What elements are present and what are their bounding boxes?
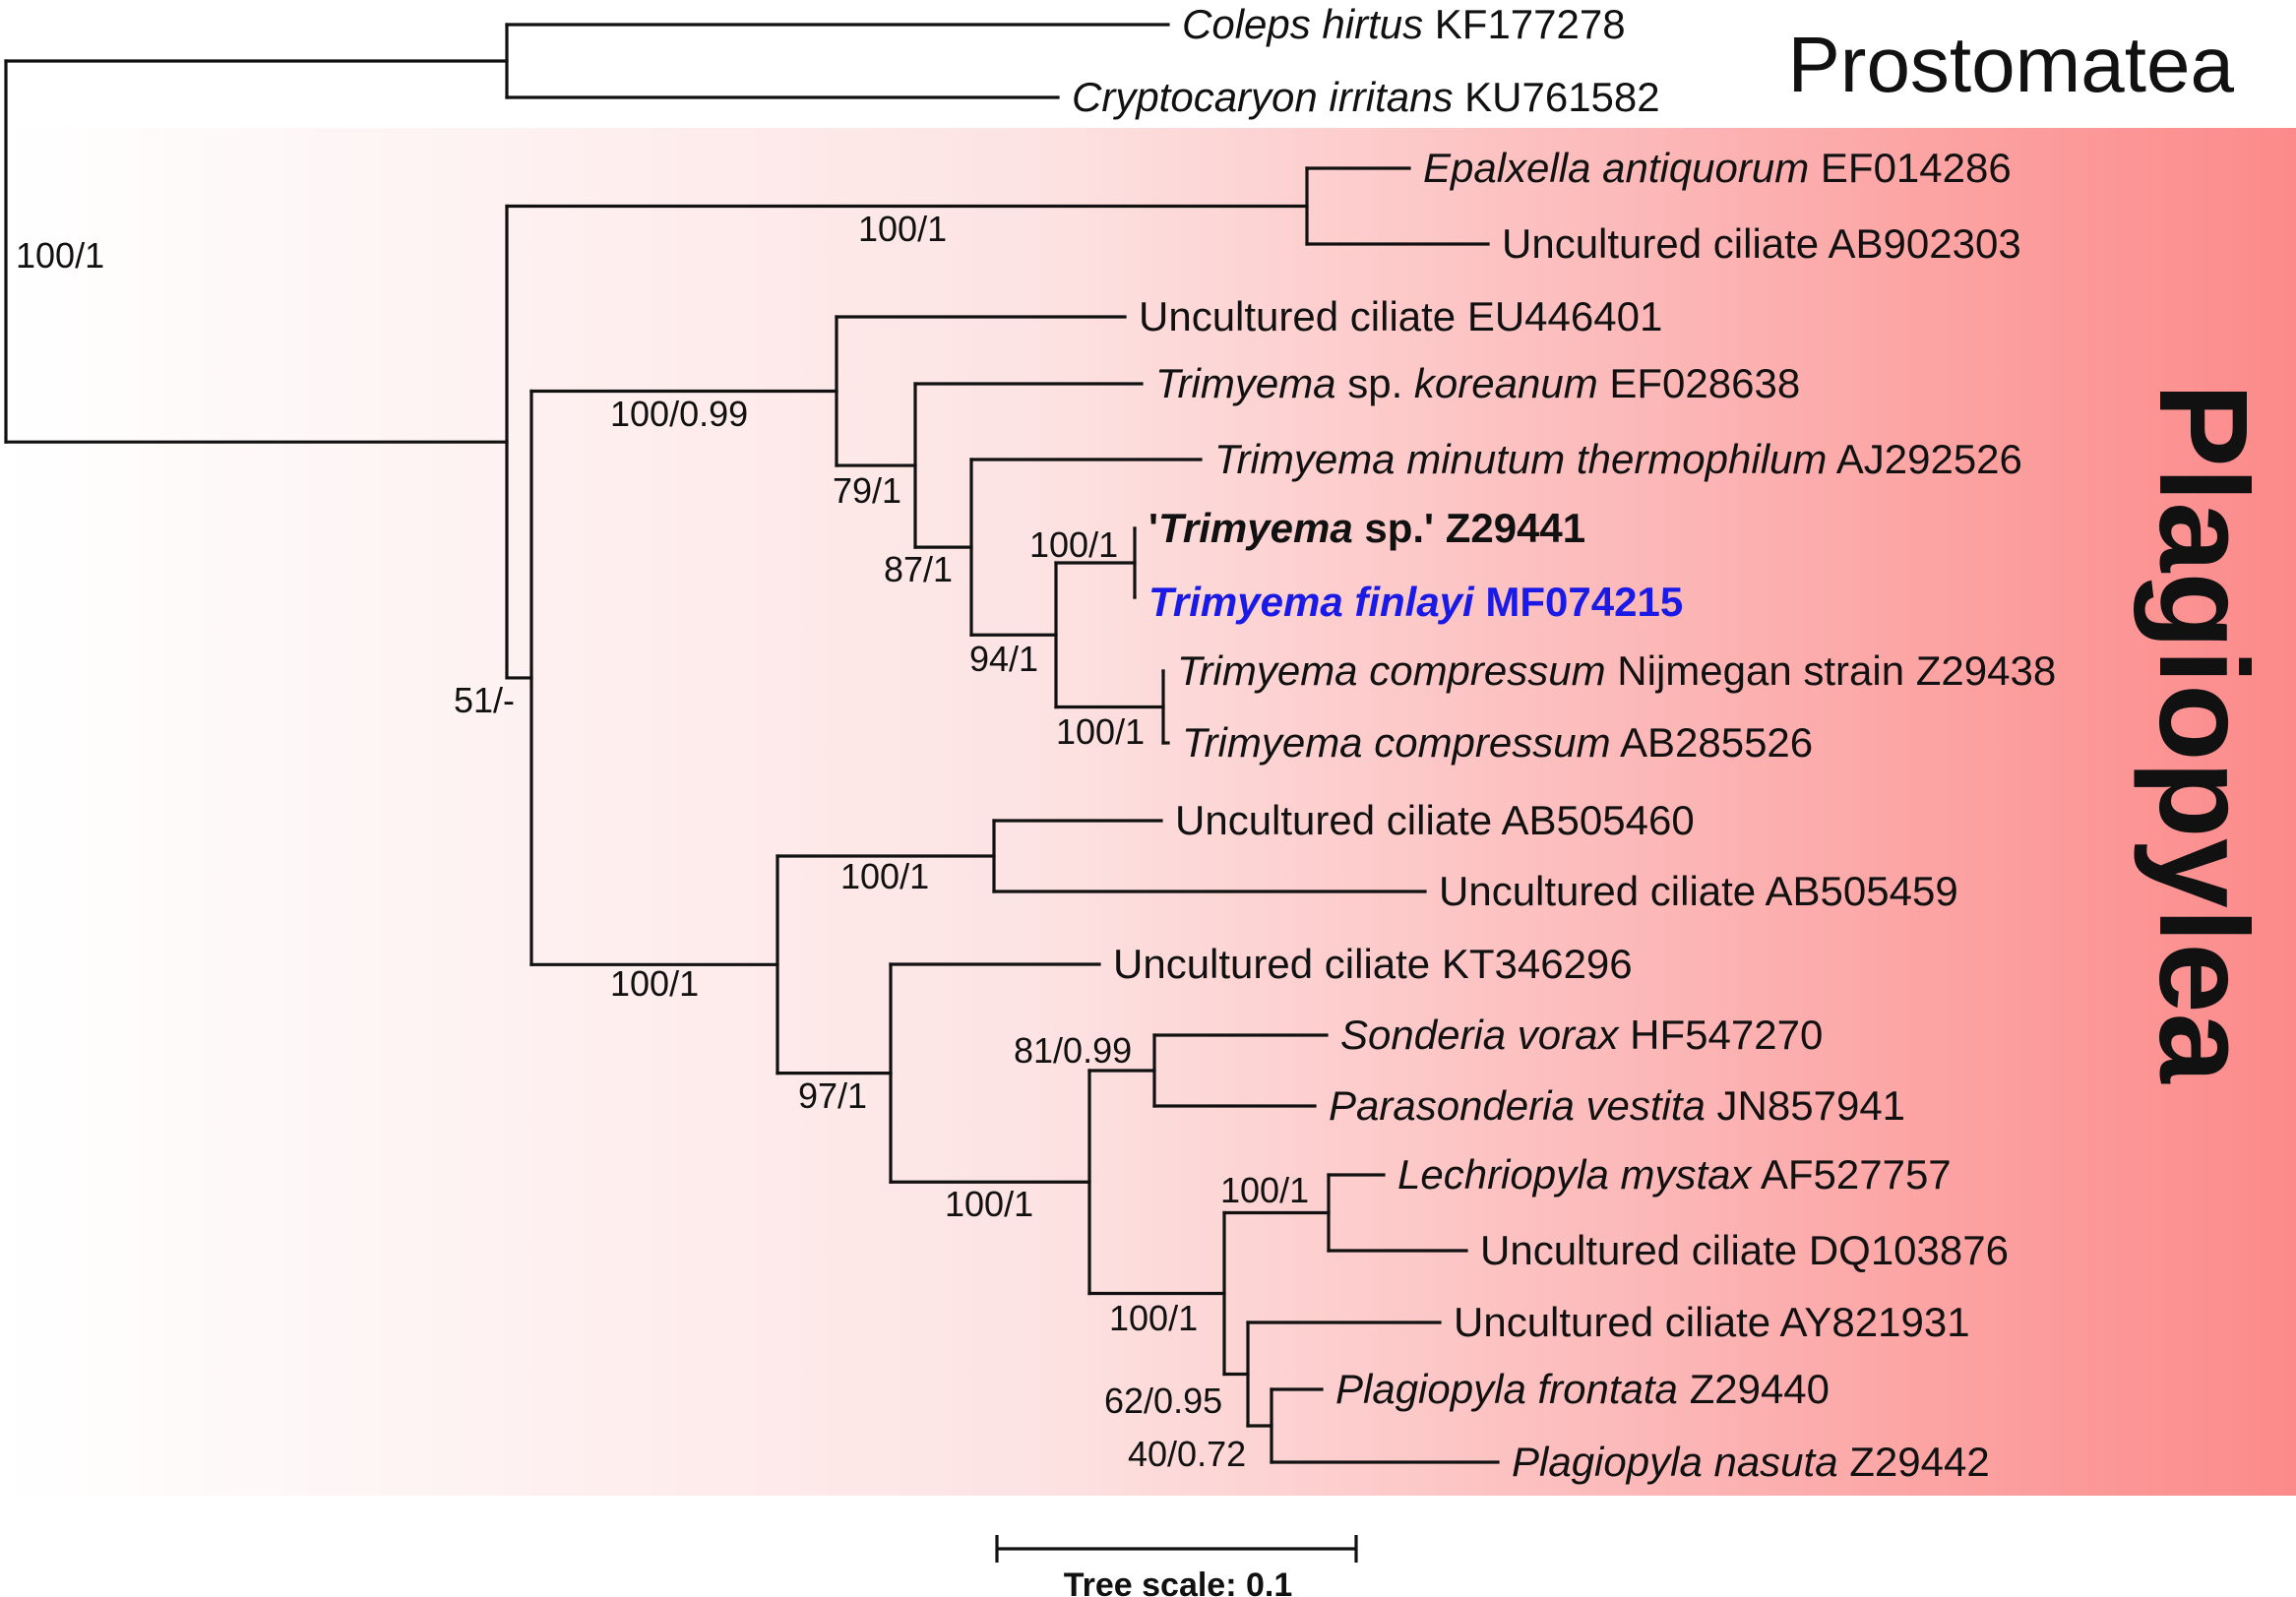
taxon-label-part: AJ292526 xyxy=(1827,436,2022,482)
taxon-label-ab505460: Uncultured ciliate AB505460 xyxy=(1175,797,1695,843)
clade-label-plagiopylea: Plagiopylea xyxy=(2133,383,2273,1083)
taxon-label-part: Uncultured ciliate DQ103876 xyxy=(1480,1227,2009,1273)
taxon-label-part: ' xyxy=(1148,505,1158,551)
taxon-label-part: Uncultured ciliate AB505459 xyxy=(1439,868,1958,914)
taxon-label-part: Coleps hirtus xyxy=(1182,1,1423,47)
support-root: 100/1 xyxy=(16,235,104,276)
taxon-label-part: Z29440 xyxy=(1678,1366,1830,1412)
taxon-label-part: EF028638 xyxy=(1598,360,1801,406)
support-koreanum-clade: 79/1 xyxy=(833,470,901,511)
taxon-label-part: KF177278 xyxy=(1423,1,1626,47)
taxon-label-z29441: 'Trimyema sp.' Z29441 xyxy=(1148,505,1585,551)
taxon-label-eu446401: Uncultured ciliate EU446401 xyxy=(1139,293,1662,339)
taxon-label-part: AB285526 xyxy=(1611,719,1814,766)
taxon-label-part: AF527757 xyxy=(1751,1151,1951,1198)
taxon-label-part: Trimyema minutum thermophilum xyxy=(1214,436,1827,482)
taxon-label-part: Z29442 xyxy=(1838,1439,1990,1485)
taxon-label-koreanum: Trimyema sp. koreanum EF028638 xyxy=(1155,360,1800,406)
plagiopylea-highlight-band xyxy=(0,128,2296,1496)
taxon-label-ay821931: Uncultured ciliate AY821931 xyxy=(1454,1299,1970,1345)
support-plagiopylea-base: 51/- xyxy=(454,680,515,720)
taxon-label-frontata: Plagiopyla frontata Z29440 xyxy=(1335,1366,1830,1412)
support-thermophilum-clade: 87/1 xyxy=(884,549,953,589)
taxon-label-part: MF074215 xyxy=(1474,579,1683,625)
taxon-label-thermophilum: Trimyema minutum thermophilum AJ292526 xyxy=(1214,436,2022,482)
taxon-label-part: Nijmegan strain Z29438 xyxy=(1606,647,2057,694)
taxon-label-parasonderia: Parasonderia vestita JN857941 xyxy=(1329,1082,1905,1129)
taxon-label-kt346296: Uncultured ciliate KT346296 xyxy=(1113,941,1633,987)
taxon-label-part: Uncultured ciliate AB902303 xyxy=(1502,220,2021,267)
taxon-label-part: Sonderia vorax xyxy=(1340,1012,1620,1058)
taxon-label-part: EF014286 xyxy=(1809,145,2012,191)
taxon-label-part: Plagiopyla frontata xyxy=(1335,1366,1678,1412)
taxon-label-part: Epalxella antiquorum xyxy=(1423,145,1809,191)
taxon-label-part: Plagiopyla nasuta xyxy=(1512,1439,1838,1485)
taxon-label-nasuta: Plagiopyla nasuta Z29442 xyxy=(1512,1439,1990,1485)
taxon-label-part: Uncultured ciliate AY821931 xyxy=(1454,1299,1970,1345)
support-lower-clade: 100/1 xyxy=(610,963,699,1004)
support-trimyema-group: 100/0.99 xyxy=(610,394,748,434)
support-epalxella-clade: 100/1 xyxy=(858,209,947,249)
taxon-label-part: Lechriopyla mystax xyxy=(1397,1151,1753,1198)
taxon-label-part: Uncultured ciliate AB505460 xyxy=(1175,797,1695,843)
taxon-label-cryptocaryon: Cryptocaryon irritans KU761582 xyxy=(1072,74,1660,120)
taxon-label-part: Cryptocaryon irritans xyxy=(1072,74,1453,120)
support-sonderid-clade: 100/1 xyxy=(945,1184,1033,1224)
taxon-label-part: KU761582 xyxy=(1453,74,1659,120)
tree-branches xyxy=(4,23,1500,1464)
support-ab505-pair: 100/1 xyxy=(840,856,929,896)
support-sonderia-pair: 81/0.99 xyxy=(1014,1030,1132,1071)
taxon-label-part: Trimyema compressum xyxy=(1182,719,1611,766)
taxon-label-ab285526: Trimyema compressum AB285526 xyxy=(1182,719,1813,766)
support-lechriopyla-pair: 100/1 xyxy=(1220,1170,1309,1210)
taxon-label-part: Trimyema compressum xyxy=(1177,647,1606,694)
support-values: 100/1 100/1 100/0.99 79/1 87/1 100/1 94/1 100/1… xyxy=(16,209,1309,1474)
taxon-label-dq103876: Uncultured ciliate DQ103876 xyxy=(1480,1227,2009,1273)
taxon-label-z29438: Trimyema compressum Nijmegan strain Z294… xyxy=(1177,647,2056,694)
taxon-label-part: Parasonderia vestita xyxy=(1329,1082,1706,1129)
taxon-label-part: JN857941 xyxy=(1706,1082,1905,1129)
support-plagiopylid-clade: 100/1 xyxy=(1109,1298,1198,1338)
support-ay821931-clade: 62/0.95 xyxy=(1104,1381,1222,1421)
taxon-label-part: Trimyema finlayi xyxy=(1148,579,1475,625)
taxon-label-part: koreanum xyxy=(1414,360,1598,406)
taxon-label-epalxella: Epalxella antiquorum EF014286 xyxy=(1423,145,2012,191)
taxon-label-part: sp. xyxy=(1336,360,1414,406)
support-finlayi-pair: 100/1 xyxy=(1029,524,1118,565)
support-compressum-group: 94/1 xyxy=(969,639,1038,679)
support-kt346296-clade: 97/1 xyxy=(798,1075,867,1116)
taxon-label-part: HF547270 xyxy=(1619,1012,1824,1058)
support-plagiopyla-pair: 40/0.72 xyxy=(1128,1434,1246,1474)
clade-label-prostomatea: Prostomatea xyxy=(1787,21,2234,108)
taxon-label-part: Uncultured ciliate KT346296 xyxy=(1113,941,1633,987)
taxon-label-lechriopyla: Lechriopyla mystax AF527757 xyxy=(1397,1151,1952,1198)
taxon-label-sonderia: Sonderia vorax HF547270 xyxy=(1340,1012,1823,1058)
support-compressum-pair: 100/1 xyxy=(1056,711,1145,752)
tree-scale-label: Tree scale: 0.1 xyxy=(1064,1566,1293,1597)
taxon-label-coleps: Coleps hirtus KF177278 xyxy=(1182,1,1626,47)
taxon-label-part: Uncultured ciliate EU446401 xyxy=(1139,293,1662,339)
taxon-label-ab505459: Uncultured ciliate AB505459 xyxy=(1439,868,1958,914)
taxon-label-ab902303: Uncultured ciliate AB902303 xyxy=(1502,220,2021,267)
taxon-label-finlayi: Trimyema finlayi MF074215 xyxy=(1148,579,1683,625)
taxon-label-part: Trimyema xyxy=(1155,360,1336,406)
taxon-label-part: Trimyema xyxy=(1158,505,1353,551)
tree-scale-bar: Tree scale: 0.1 xyxy=(995,1535,1358,1597)
taxon-label-part: sp.' Z29441 xyxy=(1353,505,1585,551)
